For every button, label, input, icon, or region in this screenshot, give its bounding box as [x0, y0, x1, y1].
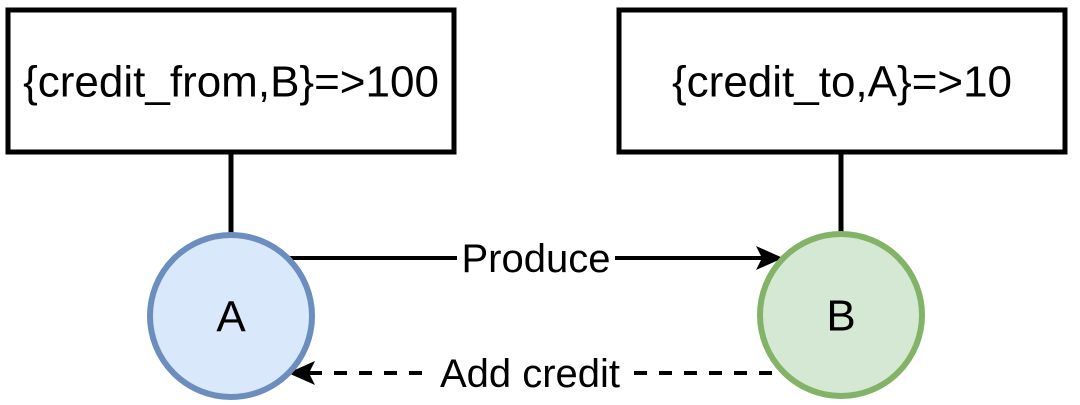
note-credit-from: {credit_from,B}=>100: [5, 7, 457, 155]
node-a-label: A: [216, 292, 246, 341]
edge-produce-label-bg: [457, 238, 615, 278]
note-credit-to-label: {credit_to,A}=>10: [672, 57, 1012, 106]
edge-add-credit-label-bg: [432, 353, 628, 393]
note-credit-from-label: {credit_from,B}=>100: [23, 57, 439, 106]
note-credit-to-box: [616, 7, 1068, 155]
note-credit-from-box: [5, 7, 457, 155]
edge-add-credit: Add credit: [288, 352, 786, 396]
node-a: A: [147, 232, 315, 400]
note-credit-to: {credit_to,A}=>10: [616, 7, 1068, 155]
node-b-circle: [757, 231, 925, 399]
edge-produce-label: Produce: [462, 237, 611, 281]
edge-produce: Produce: [288, 237, 783, 281]
edge-add-credit-arrowhead-icon: [288, 361, 315, 385]
node-b: B: [757, 231, 925, 399]
edge-add-credit-label: Add credit: [440, 352, 620, 396]
node-a-circle: [147, 232, 315, 400]
node-b-label: B: [826, 291, 855, 340]
edge-produce-arrowhead-icon: [756, 246, 783, 270]
